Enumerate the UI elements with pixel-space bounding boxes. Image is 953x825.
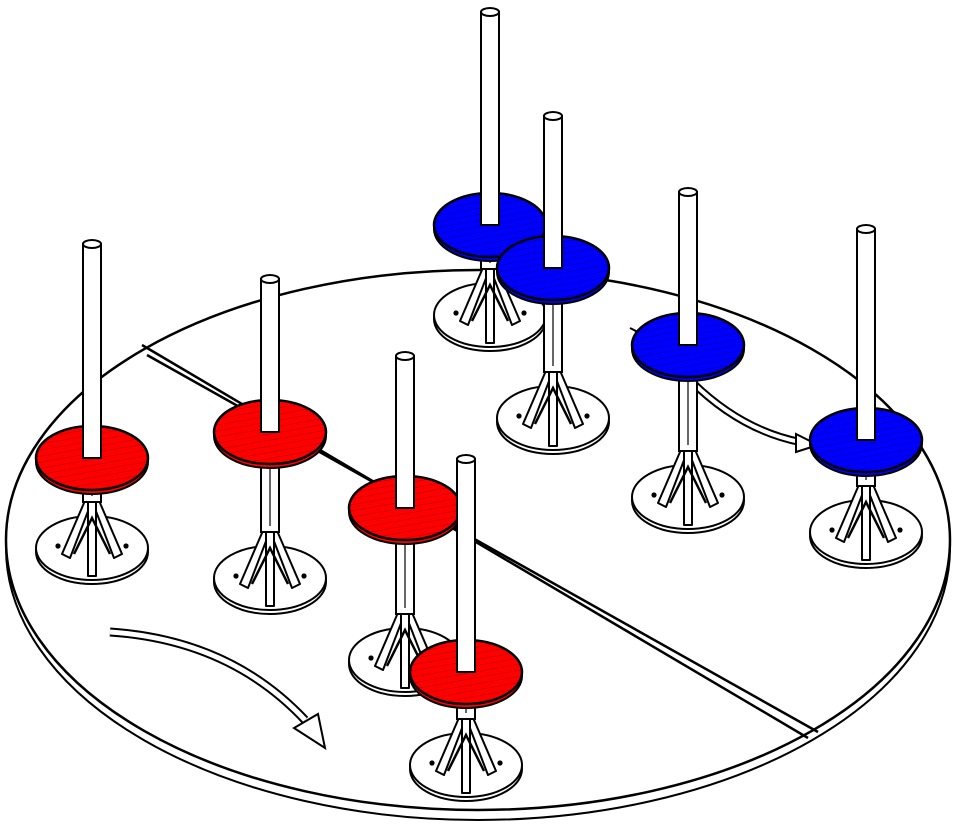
support-fin: [683, 444, 693, 526]
bolt-hole: [233, 573, 239, 579]
station-red-2: [212, 274, 328, 615]
fin-outline: [846, 499, 886, 539]
fin-outline: [385, 627, 425, 667]
stations-layer: [34, 7, 924, 802]
station-blue-4: [808, 224, 924, 569]
rod-cap: [678, 187, 698, 197]
bolt-hole: [584, 413, 590, 419]
bolt-hole: [368, 655, 374, 661]
upper-rod: [456, 458, 476, 673]
bolt-hole: [719, 492, 725, 498]
fin-outline: [668, 464, 708, 504]
upper-rod: [543, 115, 563, 269]
fin-outline: [533, 385, 573, 425]
upper-rod: [856, 228, 876, 441]
rod-cap: [543, 111, 563, 121]
upper-rod: [480, 11, 500, 226]
rod-cap: [456, 454, 476, 464]
upper-rod: [260, 278, 280, 433]
bolt-hole: [651, 492, 657, 498]
station-red-4: [408, 454, 524, 802]
bolt-hole: [123, 543, 129, 549]
fin-outline: [72, 515, 112, 555]
support-fin: [548, 365, 558, 447]
support-fin: [265, 525, 275, 607]
bolt-hole: [301, 573, 307, 579]
bolt-hole: [829, 527, 835, 533]
support-fin: [461, 712, 471, 794]
support-fin: [400, 607, 410, 689]
bolt-hole: [453, 310, 459, 316]
upper-rod: [678, 191, 698, 346]
bolt-hole: [429, 760, 435, 766]
upper-rod: [82, 243, 102, 459]
support-fin: [87, 495, 97, 577]
fin-outline: [250, 545, 290, 585]
fin-outline: [446, 732, 486, 772]
rod-cap: [82, 239, 102, 249]
rod-cap: [856, 224, 876, 234]
fin-outline: [470, 282, 510, 322]
support-fin: [485, 262, 495, 344]
rotation-arrow-front: [109, 627, 327, 751]
bolt-hole: [516, 413, 522, 419]
bolt-hole: [55, 543, 61, 549]
rod-cap: [480, 7, 500, 17]
support-fin: [861, 479, 871, 561]
station-blue-3: [630, 187, 746, 534]
bolt-hole: [497, 760, 503, 766]
rod-cap: [395, 351, 415, 361]
upper-rod: [395, 355, 415, 509]
bolt-hole: [897, 527, 903, 533]
bolt-hole: [521, 310, 527, 316]
curved-arrow-icon: [109, 627, 327, 751]
rod-cap: [260, 274, 280, 284]
station-blue-2: [495, 111, 611, 455]
station-red-1: [34, 239, 150, 585]
